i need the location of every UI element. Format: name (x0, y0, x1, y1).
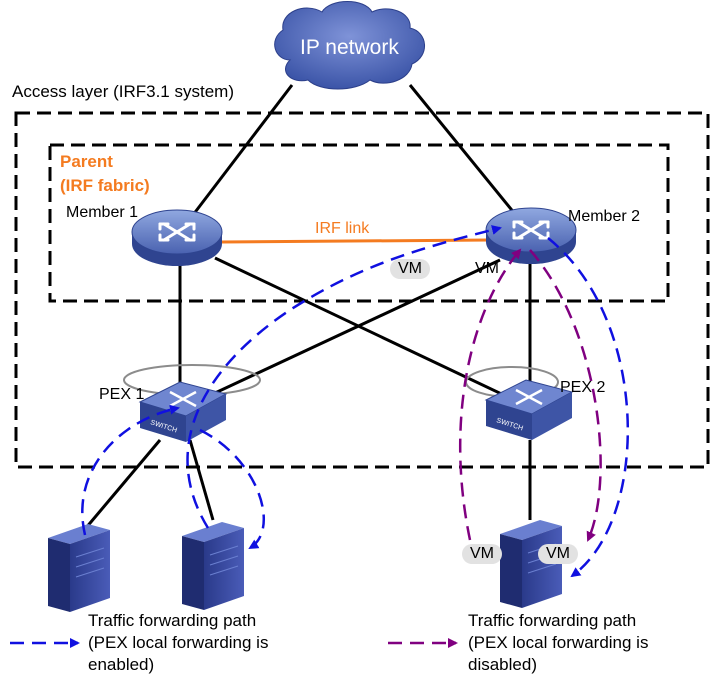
parent-label: Parent (60, 152, 113, 171)
legend-disabled-line1: Traffic forwarding path (468, 611, 637, 630)
access-layer-label: Access layer (IRF3.1 system) (12, 82, 234, 101)
vm-badge-bottom-right: VM (538, 544, 578, 564)
parent-fabric-box (48, 143, 670, 303)
link-cloud-member2 (408, 84, 530, 231)
member2-label: Member 2 (568, 208, 641, 225)
irf-link-line (221, 238, 491, 244)
server-2-icon (182, 522, 244, 610)
switch-pex2-icon: SWITCH (484, 379, 574, 440)
pex1-label: PEX 1 (99, 386, 145, 403)
blue-path-server2-to-member2 (186, 225, 502, 529)
link-pex1-server1 (78, 439, 162, 536)
legend-disabled-line3: disabled) (468, 655, 537, 674)
cloud-icon (274, 1, 425, 90)
server-1-icon (48, 524, 110, 612)
vm-badge-top-right: VM (475, 260, 499, 277)
blue-path-pex1-local (81, 404, 180, 536)
legend-enabled-line3: enabled) (88, 655, 155, 674)
vm-badge-top-left: VM (390, 259, 430, 279)
link-member1-pex2 (214, 256, 511, 400)
server-3-icon (500, 520, 562, 608)
pex2-label: PEX 2 (560, 379, 606, 396)
purple-path-down (529, 249, 602, 542)
blue-path-pex1-server2 (199, 428, 265, 550)
purple-path-up (458, 248, 522, 541)
legend-enabled-line1: Traffic forwarding path (88, 611, 257, 630)
router-member2-icon (485, 207, 577, 264)
link-cloud-member1 (178, 84, 294, 233)
link-member2-pex1 (199, 258, 501, 402)
legend-disabled-line2: (PEX local forwarding is (468, 633, 649, 652)
member1-label: Member 1 (66, 204, 139, 221)
cloud-label: IP network (300, 36, 399, 59)
switch-pex1-icon: SWITCH (138, 381, 228, 442)
parent-sublabel: (IRF fabric) (60, 176, 150, 195)
legend-enabled-line2: (PEX local forwarding is (88, 633, 269, 652)
links (78, 84, 532, 536)
vm-badge-bottom-left: VM (462, 544, 502, 564)
blue-path-member2-to-server3 (547, 237, 630, 578)
legend-disabled-text: Traffic forwarding path (PEX local forwa… (468, 610, 648, 676)
link-pex1-server2 (188, 439, 215, 521)
router-member1-icon (131, 209, 223, 266)
irf-link-label: IRF link (315, 220, 370, 237)
legend-enabled-text: Traffic forwarding path (PEX local forwa… (88, 610, 268, 676)
access-layer-box (14, 111, 710, 469)
